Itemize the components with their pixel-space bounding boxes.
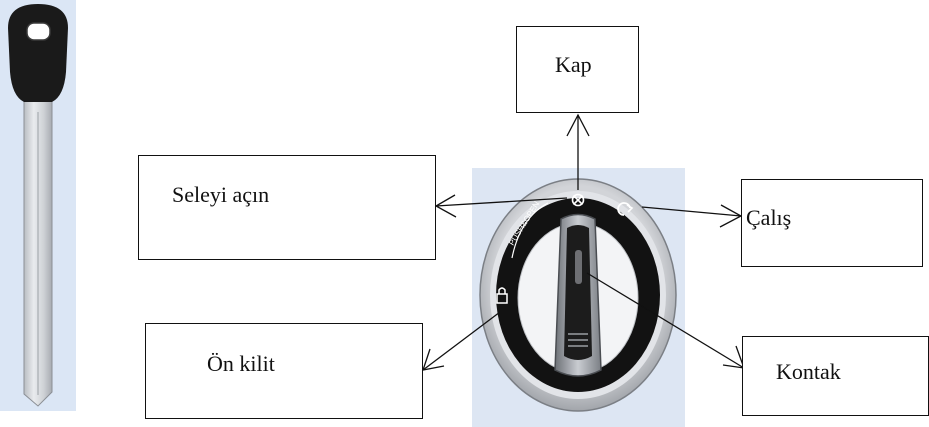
mechanical-key [8, 4, 68, 407]
label-lower-right: Kontak [776, 359, 841, 384]
crossed-circle-icon [571, 193, 585, 207]
lock-icon [496, 287, 508, 304]
push-open-arc [511, 202, 549, 259]
label-left: Seleyi açın [172, 182, 270, 207]
label-box-top: Kap [516, 26, 639, 113]
ignition-switch: PUSH&OPEN [479, 178, 677, 412]
key-ring-hole [26, 22, 51, 41]
label-right: Çalış [746, 205, 792, 230]
label-box-lower-right: Kontak [742, 336, 929, 416]
key-head [8, 4, 68, 102]
label-box-right: Çalış [741, 179, 923, 267]
label-box-left: Seleyi açın [138, 155, 436, 260]
label-lower-left: Ön kilit [207, 351, 275, 376]
leader-arrows [422, 113, 745, 371]
label-box-lower-left: Ön kilit [145, 323, 423, 419]
label-top: Kap [555, 52, 592, 77]
rotate-arrow-icon [617, 202, 634, 216]
